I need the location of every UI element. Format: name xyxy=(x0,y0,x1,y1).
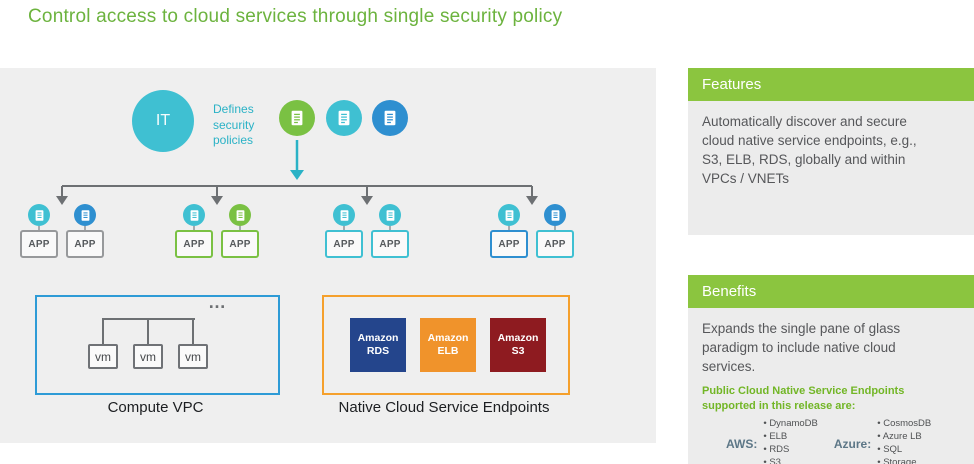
policy-document-icon xyxy=(279,100,315,136)
icon-connector xyxy=(239,226,241,230)
vm-drop-line xyxy=(147,318,149,344)
list-item: SQL xyxy=(877,444,931,457)
page-title: Control access to cloud services through… xyxy=(28,6,563,27)
app-label: APP xyxy=(183,238,205,250)
app-unit: APP xyxy=(20,204,58,258)
app-unit: APP xyxy=(536,204,574,258)
app-box: APP xyxy=(221,230,259,258)
policy-document-icon xyxy=(498,204,520,226)
vm-box: vm xyxy=(178,344,208,369)
list-item: CosmosDB xyxy=(877,418,931,431)
defines-policies-label: Defines security policies xyxy=(213,102,255,148)
it-admin-circle: IT xyxy=(132,90,194,152)
policy-document-icon xyxy=(379,204,401,226)
vm-box: vm xyxy=(88,344,118,369)
native-cloud-box xyxy=(322,295,570,395)
benefits-body: Expands the single pane of glass paradig… xyxy=(688,308,974,464)
amazon-elb-tile: Amazon ELB xyxy=(420,318,476,372)
vm-bus-line xyxy=(103,318,195,320)
features-body: Automatically discover and secure cloud … xyxy=(688,101,974,235)
icon-connector xyxy=(193,226,195,230)
azure-service-list: CosmosDB Azure LB SQL Storage xyxy=(877,418,932,464)
vm-label: vm xyxy=(95,349,111,364)
policy-document-icon xyxy=(333,204,355,226)
aws-column: AWS: DynamoDB ELB RDS S3 xyxy=(726,418,818,464)
features-text: Automatically discover and secure cloud … xyxy=(702,114,917,187)
list-item: RDS xyxy=(763,444,818,457)
app-unit: APP xyxy=(490,204,528,258)
amazon-s3-tile: Amazon S3 xyxy=(490,318,546,372)
native-cloud-label: Native Cloud Service Endpoints xyxy=(338,399,550,416)
list-item: S3 xyxy=(763,457,818,464)
app-label: APP xyxy=(74,238,96,250)
app-unit: APP xyxy=(175,204,213,258)
icon-connector xyxy=(343,226,345,230)
policy-document-icon xyxy=(326,100,362,136)
list-item: Azure LB xyxy=(877,431,931,444)
app-label: APP xyxy=(544,238,566,250)
features-header: Features xyxy=(688,68,974,101)
compute-vpc-box xyxy=(35,295,280,395)
benefits-text: Expands the single pane of glass paradig… xyxy=(702,321,901,375)
app-box: APP xyxy=(325,230,363,258)
app-box: APP xyxy=(66,230,104,258)
app-box: APP xyxy=(536,230,574,258)
app-label: APP xyxy=(28,238,50,250)
benefits-header: Benefits xyxy=(688,275,974,308)
icon-connector xyxy=(389,226,391,230)
app-unit: APP xyxy=(325,204,363,258)
amazon-rds-tile: Amazon RDS xyxy=(350,318,406,372)
document-icon xyxy=(384,110,396,126)
ellipsis-more-vms: … xyxy=(208,292,228,312)
policy-document-icon xyxy=(372,100,408,136)
list-item: ELB xyxy=(763,431,818,444)
list-item: Storage xyxy=(877,457,931,464)
aws-label: AWS: xyxy=(726,436,758,451)
app-box: APP xyxy=(20,230,58,258)
aws-service-list: DynamoDB ELB RDS S3 xyxy=(763,418,818,464)
app-box: APP xyxy=(371,230,409,258)
vm-box: vm xyxy=(133,344,163,369)
app-label: APP xyxy=(498,238,520,250)
diagram-panel: IT Defines security policies xyxy=(0,68,656,443)
document-icon xyxy=(338,110,350,126)
app-unit: APP xyxy=(66,204,104,258)
supported-endpoints-note: Public Cloud Native Service Endpoints su… xyxy=(702,385,905,412)
azure-label: Azure: xyxy=(833,436,872,451)
policy-document-icon xyxy=(229,204,251,226)
vm-label: vm xyxy=(185,349,201,364)
icon-connector xyxy=(84,226,86,230)
app-box: APP xyxy=(490,230,528,258)
list-item: DynamoDB xyxy=(763,418,818,431)
icon-connector xyxy=(508,226,510,230)
app-unit: APP xyxy=(371,204,409,258)
vm-label: vm xyxy=(140,349,156,364)
policy-document-icon xyxy=(28,204,50,226)
vm-drop-line xyxy=(102,318,104,344)
policy-document-icon xyxy=(74,204,96,226)
app-label: APP xyxy=(229,238,251,250)
vm-drop-line xyxy=(192,318,194,344)
app-label: APP xyxy=(333,238,355,250)
app-label: APP xyxy=(379,238,401,250)
document-icon xyxy=(291,110,303,126)
azure-column: Azure: CosmosDB Azure LB SQL Storage xyxy=(834,418,931,464)
app-unit: APP xyxy=(221,204,259,258)
supported-clouds: AWS: DynamoDB ELB RDS S3 Azure: CosmosDB… xyxy=(702,418,960,464)
policy-document-icon xyxy=(544,204,566,226)
compute-vpc-label: Compute VPC xyxy=(107,399,204,416)
it-label: IT xyxy=(155,112,171,129)
icon-connector xyxy=(554,226,556,230)
icon-connector xyxy=(38,226,40,230)
app-box: APP xyxy=(175,230,213,258)
policy-document-icon xyxy=(183,204,205,226)
